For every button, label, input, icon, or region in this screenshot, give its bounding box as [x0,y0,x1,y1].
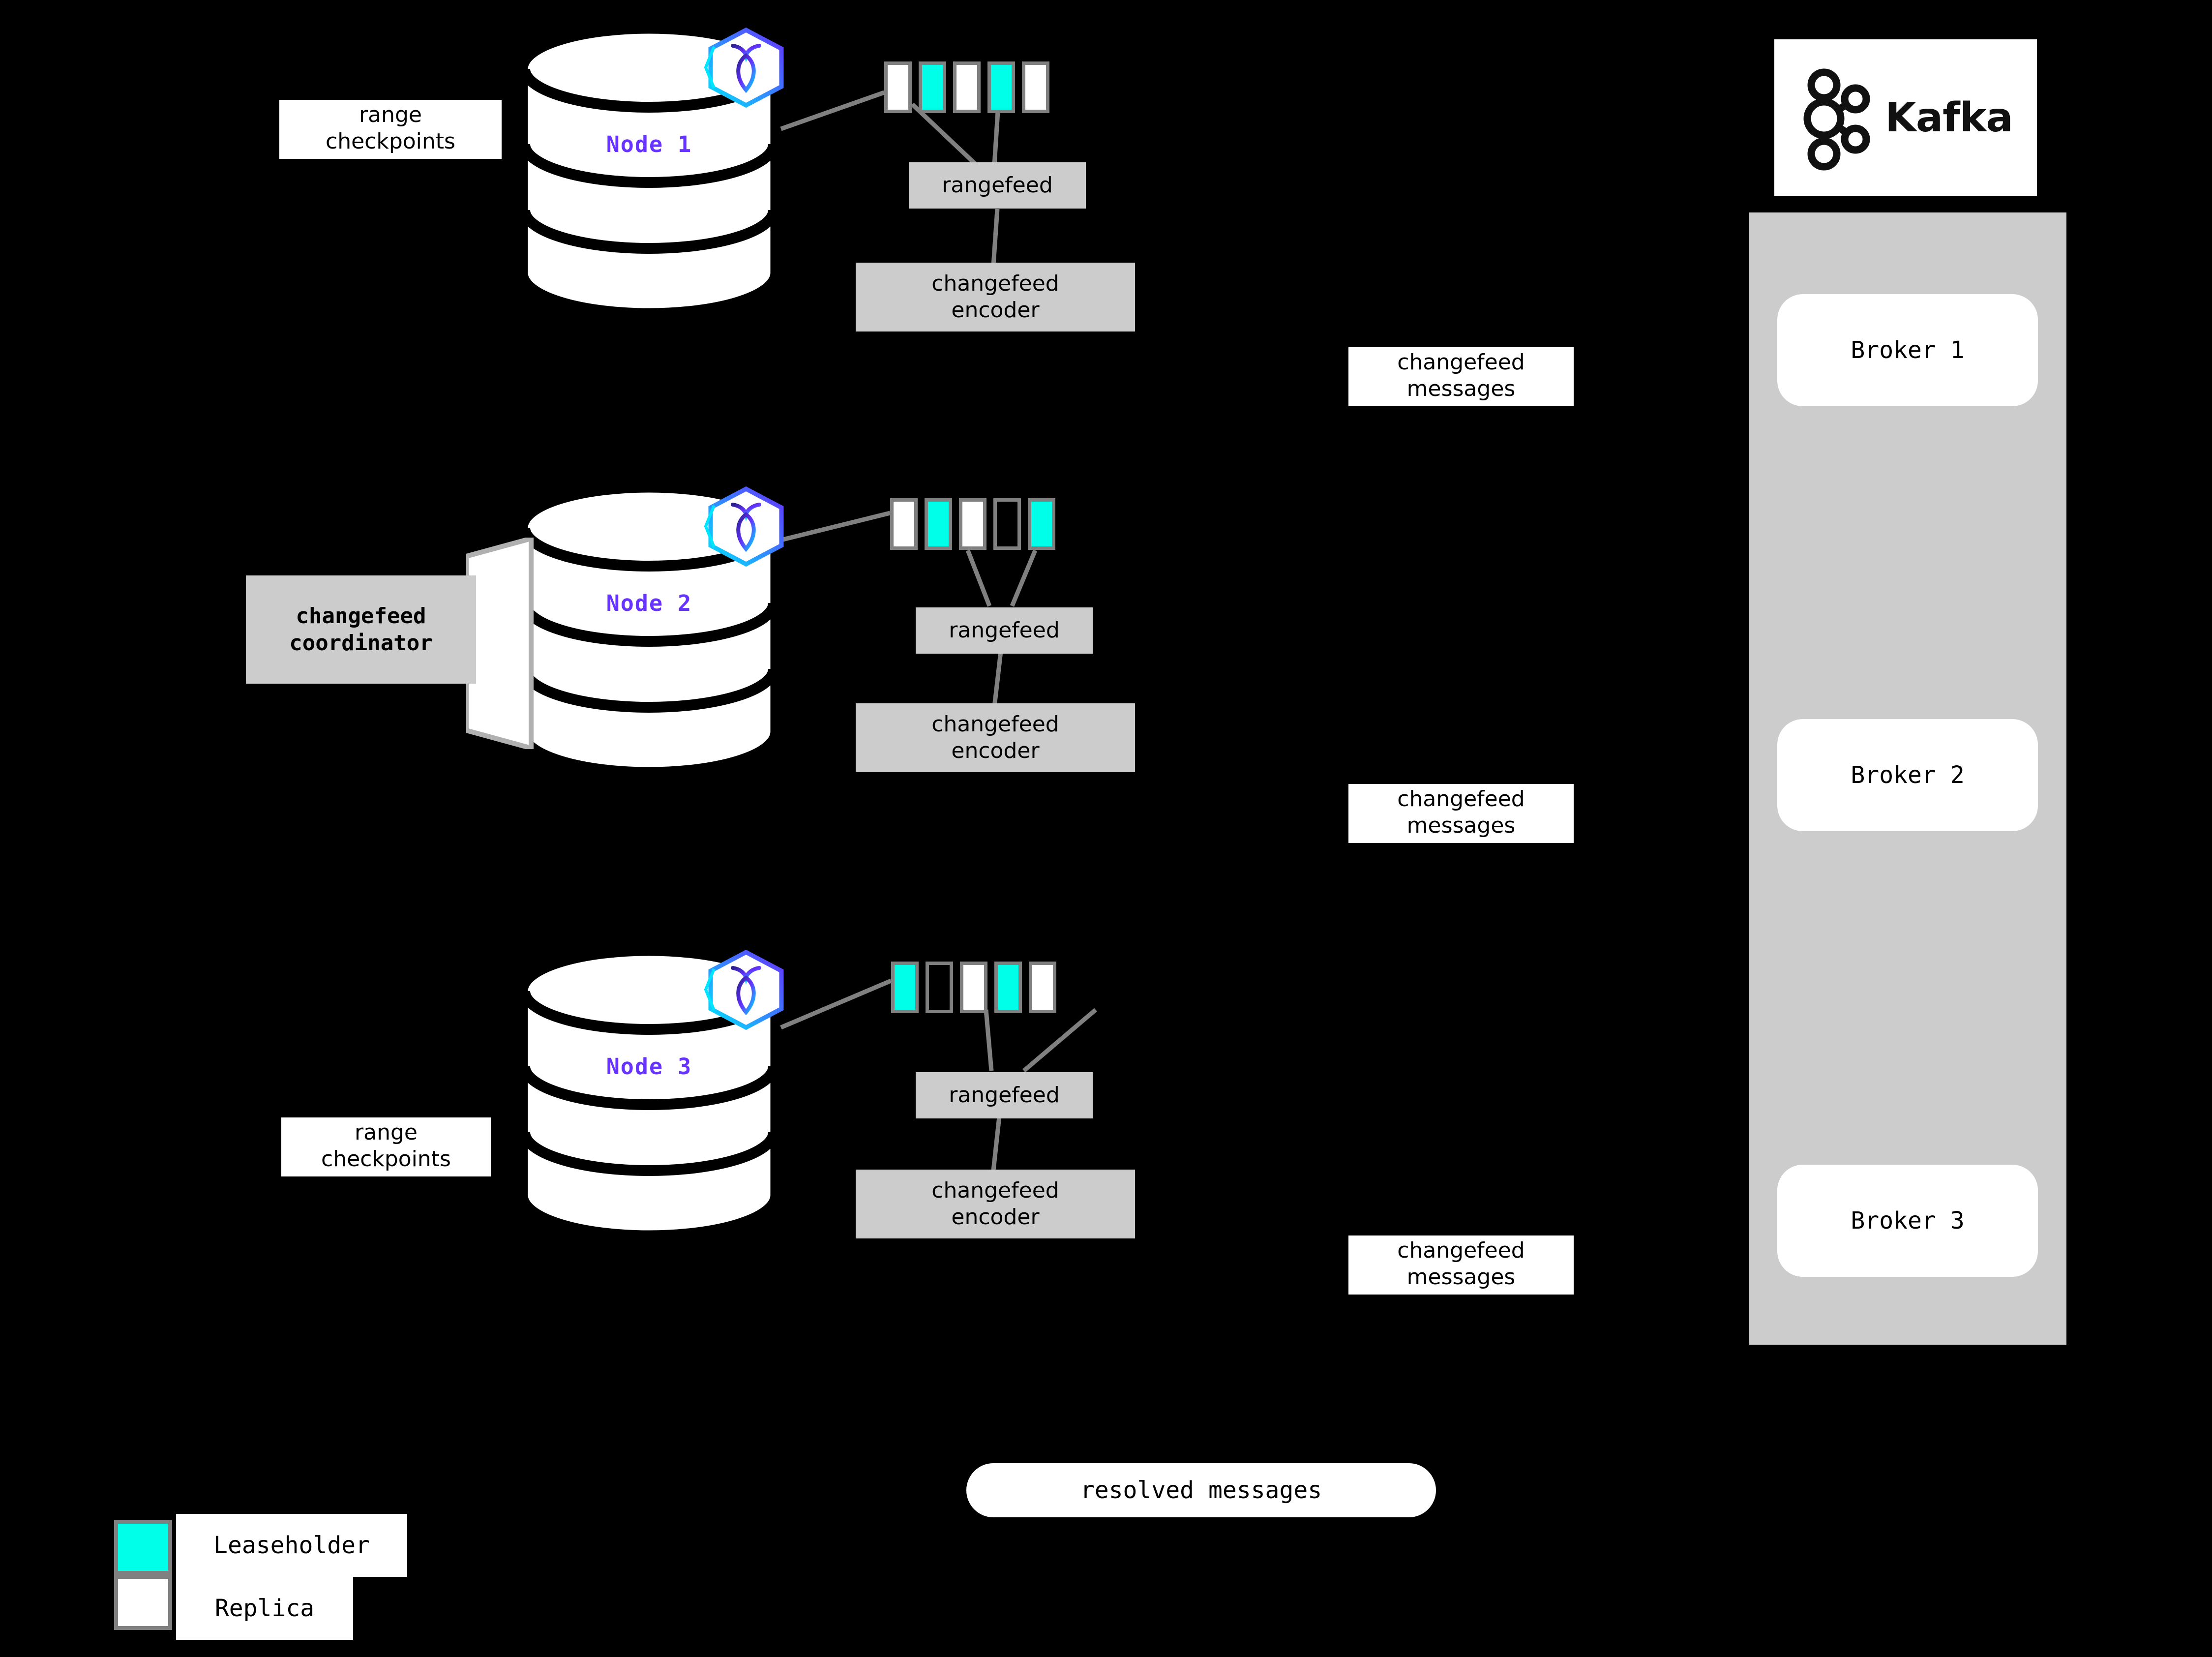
resolved-messages-pill[interactable]: resolved messages [966,1463,1436,1517]
range-box-replica[interactable] [959,498,986,550]
node-1-rangefeed-box[interactable]: rangefeed [909,162,1086,209]
node-2-changefeed-encoder-box[interactable]: changefeed encoder [856,703,1135,772]
range-checkpoints-label-bottom: range checkpoints [281,1117,491,1176]
legend-label-replica: Replica [176,1577,353,1640]
changefeed-messages-label-1: changefeed messages [1348,347,1574,406]
node-3-range-row [891,962,1056,1013]
node-3-label: Node 3 [606,1054,692,1080]
cockroachdb-hexagon-icon [704,27,788,108]
node-3-changefeed-encoder-box[interactable]: changefeed encoder [856,1170,1135,1238]
range-box-replica[interactable] [960,962,987,1013]
range-box-empty[interactable] [926,962,953,1013]
range-box-replica[interactable] [884,61,912,113]
node-1-range-row [884,61,1049,113]
range-box-leaseholder[interactable] [987,61,1015,113]
node-2-rangefeed-box[interactable]: rangefeed [916,607,1093,654]
cockroachdb-hexagon-icon [704,486,788,567]
range-box-replica[interactable] [890,498,918,550]
changefeed-coordinator-box[interactable]: changefeed coordinator [246,575,476,684]
broker-3-box[interactable]: Broker 3 [1777,1165,2038,1277]
legend-swatch-leaseholder [114,1520,172,1575]
node-2-label: Node 2 [606,590,692,616]
node-1-changefeed-encoder-box[interactable]: changefeed encoder [856,263,1135,331]
range-box-replica[interactable] [1022,61,1049,113]
node-1-label: Node 1 [606,131,692,157]
broker-1-box[interactable]: Broker 1 [1777,294,2038,406]
range-box-replica[interactable] [1029,962,1056,1013]
broker-2-box[interactable]: Broker 2 [1777,719,2038,831]
range-box-leaseholder[interactable] [1028,498,1055,550]
kafka-logo-box: Kafka [1774,39,2037,196]
kafka-node-graph-icon [1803,68,1870,171]
node-3-rangefeed-box[interactable]: rangefeed [916,1072,1093,1118]
range-checkpoints-label-top: range checkpoints [279,100,502,159]
legend-swatch-replica [114,1575,172,1630]
changefeed-messages-label-3: changefeed messages [1348,1235,1574,1295]
range-box-replica[interactable] [953,61,981,113]
cockroachdb-hexagon-icon [704,949,788,1030]
changefeed-coordinator-wedge [466,538,535,749]
kafka-wordmark: Kafka [1885,94,2013,141]
changefeed-messages-label-2: changefeed messages [1348,784,1574,843]
range-box-leaseholder[interactable] [994,962,1022,1013]
range-box-leaseholder[interactable] [891,962,919,1013]
legend-label-leaseholder: Leaseholder [176,1514,407,1577]
range-box-leaseholder[interactable] [925,498,952,550]
range-box-empty[interactable] [993,498,1021,550]
node-2-range-row [890,498,1055,550]
range-box-leaseholder[interactable] [919,61,946,113]
